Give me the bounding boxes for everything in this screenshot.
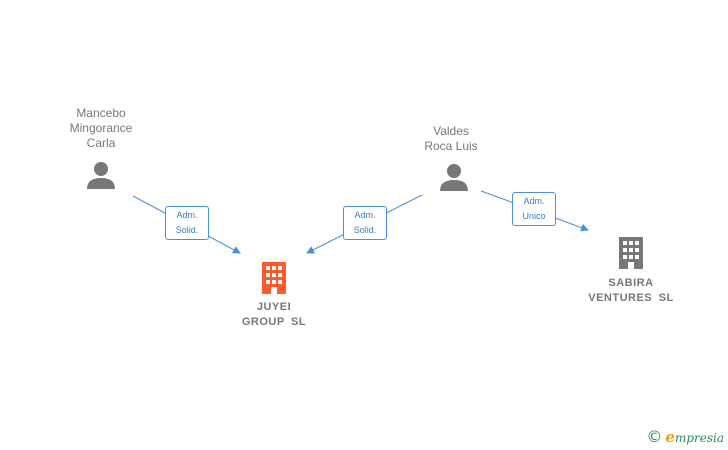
brand-logo: © empresia: [646, 428, 724, 446]
relation-label-valdes-juyei: Adm. Solid.: [343, 206, 387, 240]
person-icon[interactable]: [439, 162, 469, 192]
person-name-mancebo[interactable]: Mancebo Mingorance Carla: [69, 106, 133, 150]
relation-label-mancebo-juyei: Adm. Solid.: [165, 206, 209, 240]
building-icon[interactable]: [260, 261, 288, 295]
person-icon[interactable]: [86, 160, 116, 190]
building-icon[interactable]: [617, 236, 645, 270]
copyright-icon: ©: [646, 427, 663, 446]
company-name-sabira[interactable]: SABIRA VENTURES SL: [588, 277, 674, 304]
company-name-juyei[interactable]: JUYEI GROUP SL: [241, 301, 307, 328]
relation-label-valdes-sabira: Adm. Unico: [512, 192, 556, 226]
person-name-valdes[interactable]: Valdes Roca Luis: [424, 124, 478, 153]
brand-wordmark: empresia: [665, 428, 724, 446]
